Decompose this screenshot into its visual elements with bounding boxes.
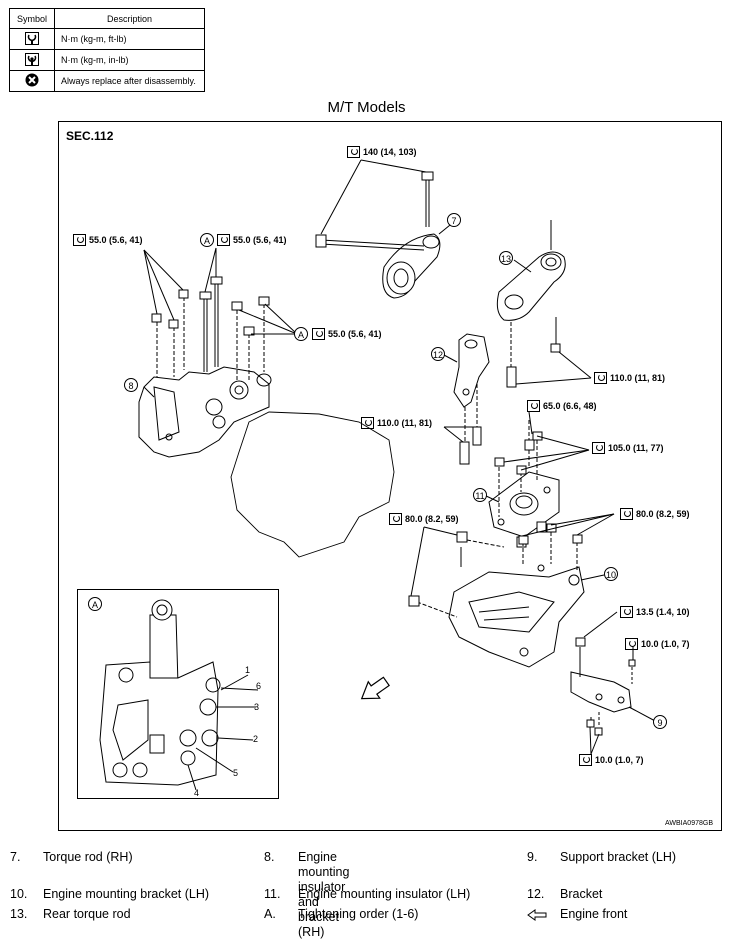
insulator-lh-part <box>488 420 560 548</box>
torque-label: 10.0 (1.0, 7) <box>579 754 644 766</box>
torque-label: 65.0 (6.6, 48) <box>527 400 597 412</box>
engine-front-arrow-icon <box>527 909 547 921</box>
torque-rod-rh-part <box>315 171 441 299</box>
figure-code: AWBIA0978GB <box>665 820 713 827</box>
torque-label: 55.0 (5.6, 41) <box>312 328 382 340</box>
callout-12: 12 <box>431 347 445 361</box>
order-number: 5 <box>233 768 239 778</box>
torque-wrench-icon <box>527 400 540 412</box>
figure-panel: SEC.112 140 (14, 103) 55.0 (5.6, 41) 55.… <box>58 121 722 831</box>
symbol-row-text: N·m (kg-m, ft-lb) <box>54 28 205 50</box>
torque-label: 80.0 (8.2, 59) <box>389 513 459 525</box>
replace-part-icon <box>25 73 39 87</box>
torque-label: 110.0 (11, 81) <box>361 417 432 429</box>
torque-wrench-icon <box>389 513 402 525</box>
engine-front-arrow-icon <box>360 676 390 700</box>
callout-10: 10 <box>604 567 618 581</box>
torque-label: 10.0 (1.0, 7) <box>625 638 690 650</box>
torque-wrench-icon <box>620 508 633 520</box>
description-header: Description <box>54 8 205 29</box>
torque-wrench-icon <box>625 638 638 650</box>
torque-wrench-icon <box>217 234 230 246</box>
callout-11: 11 <box>473 488 487 502</box>
torque-wrench-icon <box>620 606 633 618</box>
callout-a: A <box>88 597 102 611</box>
callout-a: A <box>200 233 214 247</box>
order-number: 4 <box>194 788 200 798</box>
callout-8: 8 <box>124 378 138 392</box>
torque-wrench-icon <box>347 146 360 158</box>
rear-torque-rod-part <box>496 220 566 388</box>
symbol-row-text: Always replace after disassembly. <box>54 70 205 92</box>
callout-7: 7 <box>447 213 461 227</box>
torque-wrench-icon <box>594 372 607 384</box>
torque-wrench-small-icon <box>25 52 39 66</box>
torque-wrench-icon <box>592 442 605 454</box>
symbol-row-text: N·m (kg-m, in-lb) <box>54 49 205 71</box>
torque-label: 13.5 (1.4, 10) <box>620 606 690 618</box>
torque-label: 140 (14, 103) <box>347 146 417 158</box>
order-number: 2 <box>253 734 259 744</box>
engine-outline <box>230 411 395 558</box>
torque-wrench-icon <box>25 31 39 45</box>
bracket-part <box>453 333 490 465</box>
torque-label: 80.0 (8.2, 59) <box>620 508 690 520</box>
inset-drawing <box>99 599 259 791</box>
torque-wrench-icon <box>312 328 325 340</box>
mount-diagram <box>138 159 658 755</box>
callout-13: 13 <box>499 251 513 265</box>
torque-wrench-icon <box>579 754 592 766</box>
callout-9: 9 <box>653 715 667 729</box>
order-number: 1 <box>245 665 251 675</box>
symbol-table: Symbol Description N·m (kg-m, ft-lb) N·m… <box>9 8 205 92</box>
page-title: M/T Models <box>327 99 406 116</box>
support-bracket-part <box>570 637 636 736</box>
bracket-lh-part <box>408 523 585 668</box>
order-number: 3 <box>254 702 260 712</box>
tightening-order-inset: A <box>77 589 279 799</box>
torque-label: 55.0 (5.6, 41) <box>73 234 143 246</box>
callout-a: A <box>294 327 308 341</box>
symbol-header: Symbol <box>9 8 55 29</box>
order-number: 6 <box>256 681 262 691</box>
torque-label: 110.0 (11, 81) <box>594 372 665 384</box>
torque-label: 105.0 (11, 77) <box>592 442 664 454</box>
torque-wrench-icon <box>73 234 86 246</box>
section-label: SEC.112 <box>66 129 114 143</box>
torque-wrench-icon <box>361 417 374 429</box>
insulator-rh-part <box>138 276 272 458</box>
torque-label: 55.0 (5.6, 41) <box>217 234 287 246</box>
